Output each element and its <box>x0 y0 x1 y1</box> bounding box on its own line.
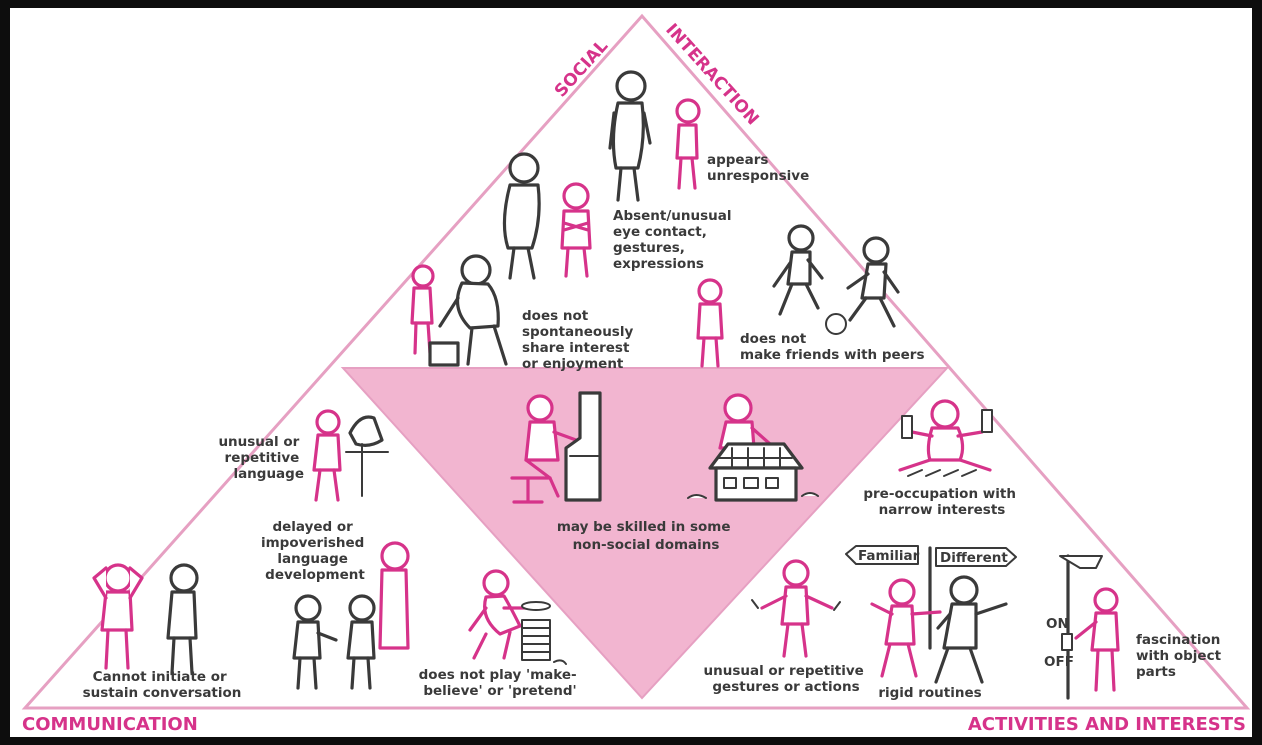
caption-repetitive-gestures: unusual or repetitive gestures or action… <box>703 663 868 695</box>
figure-child-flapping <box>751 559 841 658</box>
caption-fascination: fascination with object parts <box>1136 632 1226 680</box>
axis-label-communication: COMMUNICATION <box>22 714 198 735</box>
outer-triangle <box>21 13 1251 710</box>
stacked-plates-icon <box>521 601 567 665</box>
figure-child-at-piano <box>510 394 578 504</box>
lamp-switch-icon <box>1059 554 1103 700</box>
figure-adult-turned-away <box>166 563 199 675</box>
figure-adult-standing-pink <box>378 541 410 650</box>
figure-adult-standing <box>608 70 652 202</box>
figure-adult-pointing <box>934 575 1008 684</box>
caption-delayed-language: delayed or impoverished language develop… <box>261 519 369 583</box>
sign-familiar: Familiar <box>858 548 920 564</box>
ball-icon <box>825 313 847 335</box>
caption-preoccupation: pre-occupation with narrow interests <box>863 486 1020 518</box>
caption-skilled: may be skilled in some non-social domain… <box>557 519 735 553</box>
caption-share-interest: does not spontaneously share interest or… <box>522 308 638 372</box>
figure-child-pulling <box>870 578 942 678</box>
figure-two-children-talking <box>292 594 376 690</box>
figure-child-at-switch <box>1074 587 1120 692</box>
figure-child-arms-crossed <box>560 182 592 278</box>
center-inverted-triangle <box>340 367 950 700</box>
figure-adult-eye-contact <box>502 152 541 280</box>
figure-child-alone <box>696 278 724 368</box>
triad-diagram: SOCIAL INTERACTION COMMUNICATION ACTIVIT… <box>21 13 1251 735</box>
diagram-canvas: SOCIAL INTERACTION COMMUNICATION ACTIVIT… <box>10 8 1252 737</box>
figure-child-talking-parrot <box>312 409 342 502</box>
figure-child-with-phones <box>898 399 992 472</box>
parrot-on-perch-icon <box>345 415 389 497</box>
figure-child-with-box <box>410 264 435 355</box>
caption-repetitive-language: unusual or repetitive language <box>218 434 304 482</box>
box-icon <box>428 341 460 367</box>
caption-make-friends: does not make friends with peers <box>740 331 925 363</box>
figure-adult-bending <box>438 254 508 366</box>
figure-child-unresponsive <box>675 98 701 190</box>
caption-make-believe: does not play 'make- believe' or 'preten… <box>419 667 582 699</box>
switch-off-label: OFF <box>1044 654 1074 670</box>
piano-icon <box>564 391 602 502</box>
axis-label-activities-and-interests: ACTIVITIES AND INTERESTS <box>968 714 1246 735</box>
caption-eye-contact: Absent/unusual eye contact, gestures, ex… <box>613 208 736 272</box>
sign-different: Different <box>940 550 1008 566</box>
caption-rigid-routines: rigid routines <box>878 685 981 701</box>
figure-peer-walking <box>772 224 824 316</box>
figure-peer-kicking <box>846 236 900 328</box>
phone-icons <box>901 409 993 477</box>
signpost-icon <box>845 545 1017 650</box>
switch-on-label: ON <box>1046 616 1069 632</box>
caption-appears-unresponsive: appears unresponsive <box>707 152 809 184</box>
house-model-icon <box>687 442 819 502</box>
caption-cannot-initiate: Cannot initiate or sustain conversation <box>83 669 242 701</box>
figure-child-hands-on-head <box>92 563 144 670</box>
figure-child-stacking-plates <box>468 569 532 660</box>
